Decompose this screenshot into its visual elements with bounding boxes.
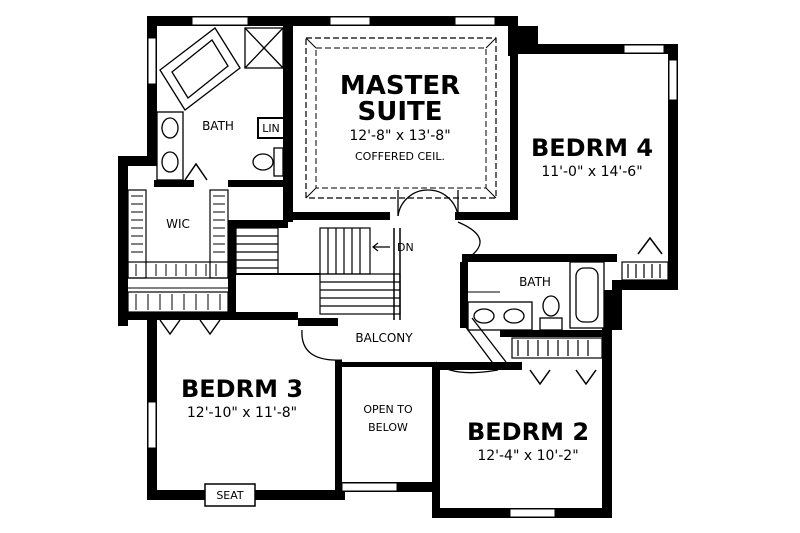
seat-label: SEAT (216, 489, 244, 502)
bedroom3-size: 12'-10" x 11'-8" (187, 405, 297, 421)
balcony-label: BALCONY (355, 331, 413, 345)
wic-hanging-marks (131, 195, 225, 310)
master-doors (397, 189, 459, 217)
hall-bath-label: BATH (519, 275, 551, 289)
open-to-below-line2: BELOW (368, 421, 408, 434)
bedroom3-closet-doors (159, 319, 221, 336)
master-suite-note: COFFERED CEIL. (355, 150, 445, 163)
wic-label: WIC (166, 217, 190, 231)
master-suite-name-line1: MASTER (340, 71, 460, 101)
bedroom2-closet (511, 337, 603, 386)
coffered-ceiling (305, 37, 497, 199)
linen-label: LIN (262, 122, 280, 135)
bedroom3-name: BEDRM 3 (181, 375, 303, 403)
master-bath-label: BATH (202, 119, 234, 133)
stairs (235, 227, 401, 320)
open-to-below-line1: OPEN TO (363, 403, 413, 416)
hall-bath-fixtures (466, 261, 605, 331)
windows (147, 16, 678, 518)
bedroom2-size: 12'-4" x 10'-2" (477, 448, 578, 464)
master-bath-fixtures (156, 27, 291, 181)
window-seat (204, 483, 256, 507)
bedroom4-size: 11'-0" x 14'-6" (541, 164, 642, 180)
master-suite-name-line2: SUITE (357, 97, 442, 127)
bedroom4-closet (621, 236, 669, 281)
master-suite-size: 12'-8" x 13'-8" (349, 128, 450, 144)
wic-shelving (127, 189, 229, 313)
balcony-curves (301, 221, 507, 374)
bedroom2-name: BEDRM 2 (467, 418, 589, 446)
stairs-direction-label: DN (397, 241, 414, 254)
bedroom4-name: BEDRM 4 (531, 134, 653, 162)
